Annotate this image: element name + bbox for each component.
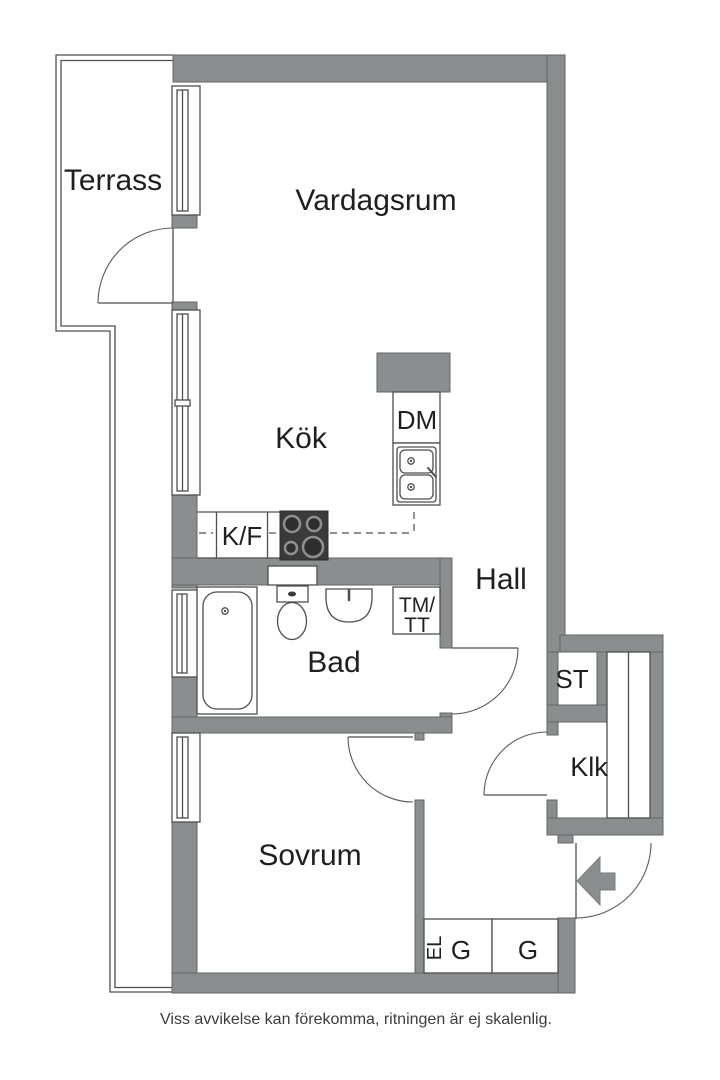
wardrobe-shelf	[606, 651, 651, 819]
fixture-label-dishwasher: DM	[397, 405, 437, 435]
room-label-bathroom: Bad	[307, 646, 360, 679]
wall-kitchen-divider	[376, 352, 451, 393]
fixture-label-fridge-freezer: K/F	[222, 521, 262, 551]
disclaimer-text: Viss avvikelse kan förekomma, ritningen …	[160, 1011, 552, 1028]
window-livingroom-upper	[171, 85, 201, 216]
kitchen-counter	[197, 507, 415, 559]
dishwasher-cell	[392, 391, 441, 444]
door-closet	[483, 731, 548, 796]
toilet	[276, 585, 309, 641]
terrace-outline-outer	[55, 54, 173, 993]
fixture-label-wardrobe-1: G	[451, 935, 471, 965]
room-label-kitchen: Kök	[275, 422, 328, 455]
kitchen-sink	[392, 442, 441, 506]
window-bedroom	[171, 732, 201, 823]
fixture-label-wardrobe-2: G	[518, 935, 538, 965]
wall-klk-southwest-stub	[546, 799, 558, 819]
fixture-label-electrical: EL	[424, 936, 446, 960]
window-bathroom	[171, 589, 199, 678]
wall-bedroom-stub	[414, 732, 425, 741]
terrace-outline-inner	[60, 59, 173, 989]
wall-entry-step	[557, 834, 574, 844]
wall-recess-notch	[267, 565, 318, 586]
wall-west-cap2	[171, 301, 198, 311]
wall-east	[546, 54, 566, 653]
wall-bath-south	[171, 716, 453, 734]
door-terrace	[97, 227, 174, 304]
wall-bedroom-east	[414, 799, 425, 974]
washer-dryer-cell	[392, 586, 441, 635]
wall-south	[171, 972, 576, 994]
wall-extension-north	[559, 634, 664, 653]
bathroom-sink	[325, 588, 373, 623]
room-label-storage: ST	[555, 664, 588, 694]
fixture-label-washer-line2: TT	[404, 614, 430, 637]
wall-bath-east	[439, 557, 453, 649]
fixture-label-washer-line1: TM/	[399, 594, 435, 617]
room-label-walk-in-closet: Klk	[570, 752, 608, 782]
entrance-arrow-icon	[576, 855, 616, 907]
room-label-hall: Hall	[475, 563, 527, 596]
wall-st-west	[546, 651, 559, 736]
wardrobe-cell-2	[491, 918, 559, 974]
room-label-terrace: Terrass	[64, 164, 162, 197]
room-label-bedroom: Sovrum	[258, 839, 361, 872]
wall-west-lower	[171, 821, 198, 994]
door-bathroom	[451, 647, 519, 715]
wall-gcloset-east	[557, 917, 576, 994]
wardrobe-cell-1	[423, 918, 493, 974]
wall-west-cap1	[171, 214, 198, 229]
bathtub	[196, 586, 258, 715]
window-kitchen	[171, 309, 201, 496]
wall-entry-south	[546, 817, 664, 836]
room-label-living-room: Vardagsrum	[295, 184, 456, 217]
wall-north	[172, 54, 566, 83]
wall-st-east	[596, 651, 608, 706]
stove	[279, 510, 329, 561]
wall-st-south	[546, 704, 608, 723]
wall-extension-east	[649, 651, 664, 836]
door-entrance	[575, 842, 652, 919]
door-bedroom	[347, 736, 414, 803]
